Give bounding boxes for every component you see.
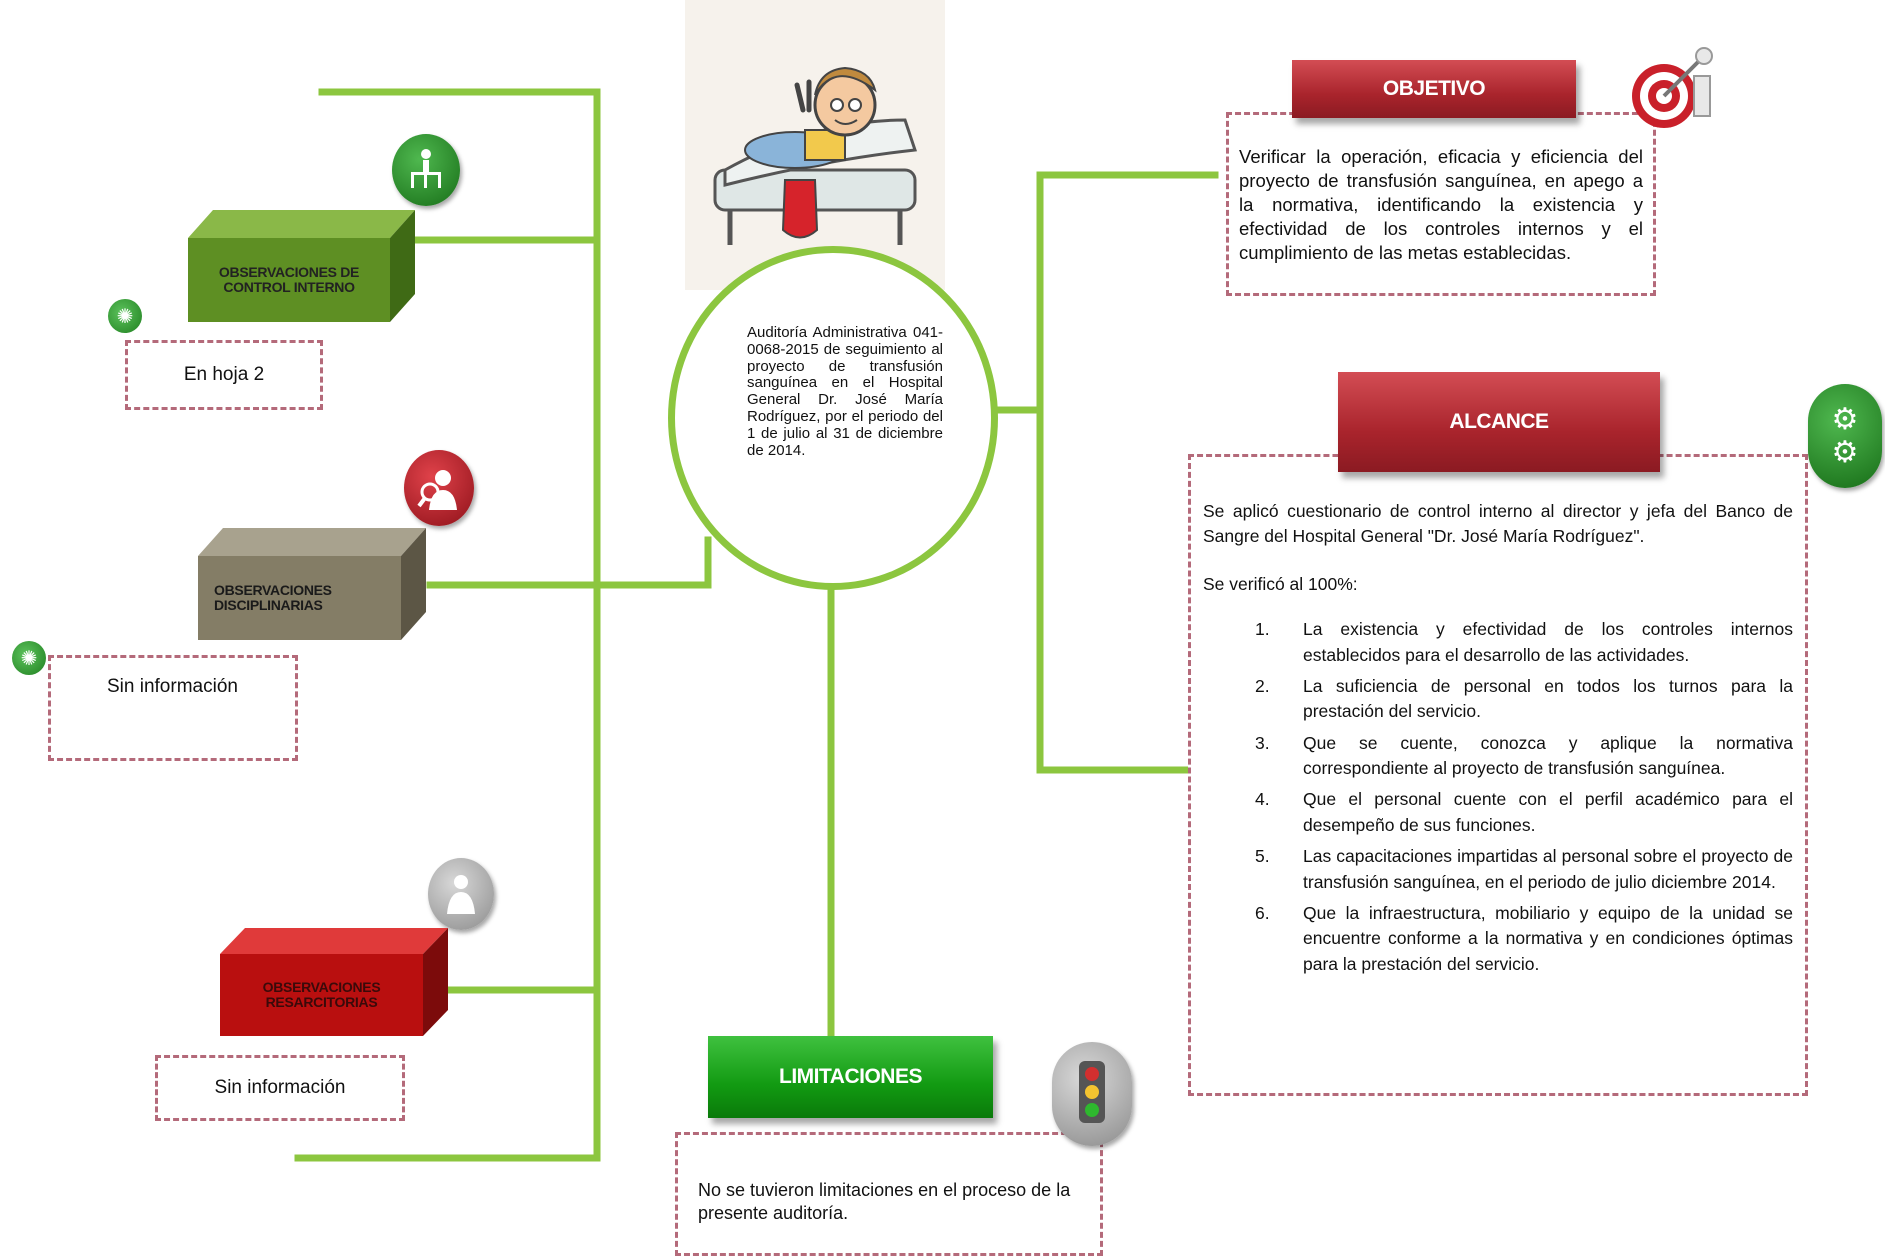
disciplinarias-label: OBSERVACIONES DISCIPLINARIAS	[214, 581, 332, 613]
limitaciones-note: No se tuvieron limitaciones en el proces…	[675, 1132, 1103, 1256]
alcance-item: 5.Las capacitaciones impartidas al perso…	[1255, 846, 1793, 892]
gear-bullet-icon: ✺	[108, 299, 142, 333]
traffic-light-icon	[1052, 1042, 1132, 1146]
gears-icon: ⚙⚙	[1808, 384, 1882, 488]
alcance-verified: Se verificó al 100%:	[1203, 573, 1358, 594]
target-icon	[1628, 36, 1718, 132]
resarcitorias-box-shape	[220, 928, 448, 1036]
center-node: Auditoría Administrativa 041-0068-2015 d…	[668, 246, 998, 590]
alcance-note: Se aplicó cuestionario de control intern…	[1188, 454, 1808, 1096]
limitaciones-text: No se tuvieron limitaciones en el proces…	[698, 1180, 1071, 1224]
disciplinarias-note-text: Sin información	[107, 676, 238, 697]
disciplinarias-box-shape	[198, 528, 426, 640]
limitaciones-banner: LIMITACIONES	[708, 1036, 993, 1118]
control-interno-note-text: En hoja 2	[183, 364, 265, 386]
alcance-item: 6.Que la infraestructura, mobiliario y e…	[1255, 902, 1793, 974]
alcance-title: ALCANCE	[1449, 410, 1549, 433]
control-interno-box-shape	[188, 210, 415, 322]
resarcitorias-note: Sin información	[155, 1055, 405, 1121]
disciplinarias-note: Sin información	[48, 655, 298, 761]
alcance-banner: ALCANCE	[1338, 372, 1660, 472]
alcance-item: 1.La existencia y efectividad de los con…	[1255, 619, 1793, 665]
control-interno-box: OBSERVACIONES DE CONTROL INTERNO	[188, 210, 415, 322]
objetivo-banner: OBJETIVO	[1292, 60, 1576, 118]
alcance-item: 2.La suficiencia de personal en todos lo…	[1255, 675, 1793, 722]
disciplinarias-box: OBSERVACIONES DISCIPLINARIAS	[198, 528, 426, 640]
resarcitorias-label: OBSERVACIONES RESARCITORIAS	[262, 978, 381, 1010]
people-icon	[428, 858, 494, 930]
control-interno-label: OBSERVACIONES DE CONTROL INTERNO	[218, 263, 360, 295]
limitaciones-title: LIMITACIONES	[779, 1065, 922, 1088]
alcance-item: 4.Que el personal cuente con el perfil a…	[1255, 789, 1793, 835]
center-text: Auditoría Administrativa 041-0068-2015 d…	[747, 324, 943, 459]
resarcitorias-note-text: Sin información	[214, 1077, 346, 1099]
objetivo-title: OBJETIVO	[1382, 77, 1486, 100]
patient-illustration	[685, 0, 945, 290]
organization-chart-icon	[392, 134, 460, 206]
investigator-icon	[404, 450, 474, 526]
alcance-list: 1.La existencia y efectividad de los con…	[1203, 617, 1793, 977]
alcance-intro: Se aplicó cuestionario de control intern…	[1203, 501, 1793, 547]
resarcitorias-box: OBSERVACIONES RESARCITORIAS	[220, 928, 448, 1036]
control-interno-note: En hoja 2	[125, 340, 323, 410]
gear-bullet-icon: ✺	[12, 641, 46, 675]
objetivo-note: Verificar la operación, eficacia y efici…	[1226, 112, 1656, 296]
alcance-item: 3.Que se cuente, conozca y aplique la no…	[1255, 732, 1793, 778]
objetivo-text: Verificar la operación, eficacia y efici…	[1239, 146, 1643, 264]
